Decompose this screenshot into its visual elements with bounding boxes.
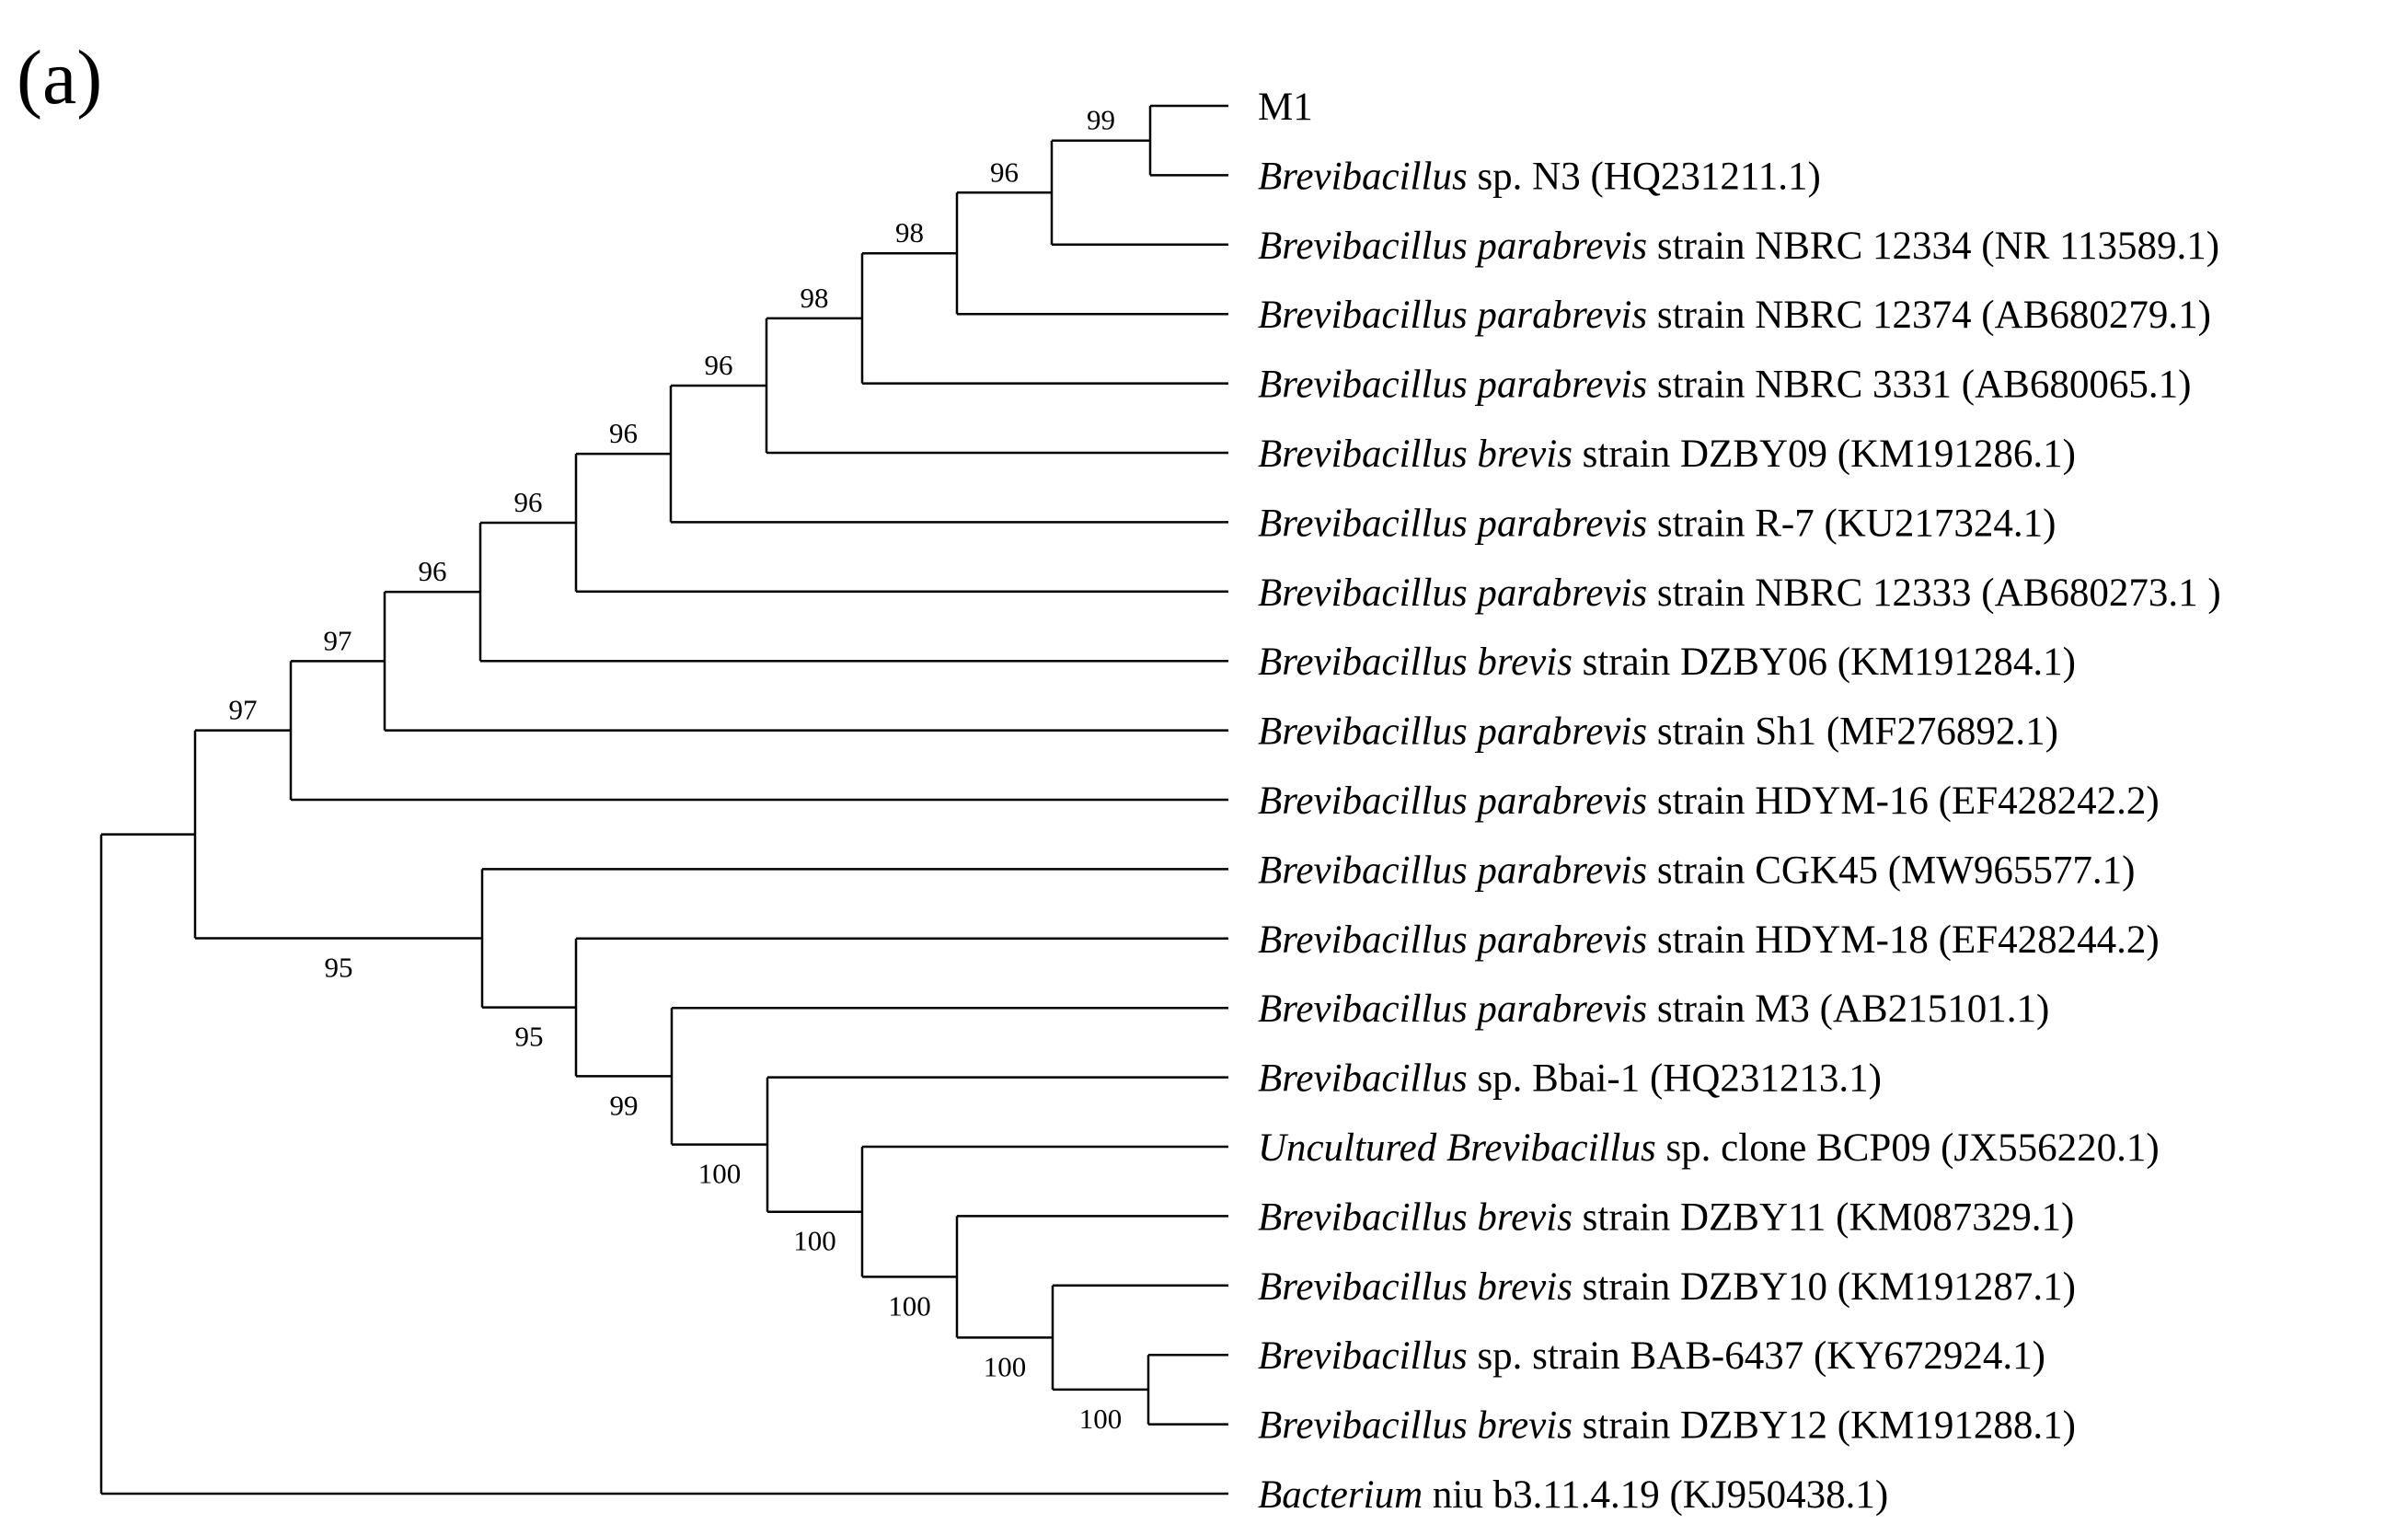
taxon-genus: Brevibacillus parabrevis — [1258, 918, 1647, 962]
taxon-label: Brevibacillus sp. strain BAB-6437 (KY672… — [1258, 1334, 2045, 1378]
taxon-strain: sp. Bbai-1 (HQ231213.1) — [1468, 1057, 1882, 1101]
taxon-label: Brevibacillus parabrevis strain NBRC 123… — [1258, 225, 2219, 268]
taxon-genus: Brevibacillus brevis — [1258, 1265, 1573, 1309]
taxon-strain: sp. N3 (HQ231211.1) — [1468, 155, 1821, 198]
taxon-genus: Brevibacillus parabrevis — [1258, 710, 1647, 754]
taxon-label: Brevibacillus brevis strain DZBY10 (KM19… — [1258, 1265, 2076, 1309]
taxon-strain: strain Sh1 (MF276892.1) — [1647, 710, 2058, 754]
taxon-label: Brevibacillus brevis strain DZBY09 (KM19… — [1258, 433, 2076, 476]
taxon-label: Brevibacillus brevis strain DZBY06 (KM19… — [1258, 641, 2076, 684]
taxon-genus: Brevibacillus parabrevis — [1258, 502, 1647, 545]
taxon-genus: Brevibacillus — [1258, 1334, 1468, 1378]
taxon-strain: strain M3 (AB215101.1) — [1647, 987, 2049, 1031]
taxon-label: Brevibacillus parabrevis strain HDYM-16 … — [1258, 780, 2160, 823]
taxon-label: Uncultured Brevibacillus sp. clone BCP09… — [1258, 1126, 2160, 1170]
taxon-strain: sp. strain BAB-6437 (KY672924.1) — [1468, 1334, 2045, 1378]
bootstrap-value: 100 — [793, 1225, 836, 1257]
bootstrap-value: 100 — [888, 1289, 931, 1322]
taxon-label: Brevibacillus sp. N3 (HQ231211.1) — [1258, 155, 1821, 198]
bootstrap-value: 98 — [895, 216, 924, 248]
tree-branches — [99, 104, 1228, 1496]
bootstrap-value: 96 — [514, 486, 543, 518]
taxon-strain: strain DZBY06 (KM191284.1) — [1573, 641, 2076, 684]
bootstrap-value: 97 — [229, 694, 258, 726]
taxon-genus: Brevibacillus parabrevis — [1258, 294, 1647, 337]
bootstrap-value: 96 — [705, 349, 733, 381]
taxon-strain: strain HDYM-18 (EF428244.2) — [1647, 918, 2160, 962]
taxon-strain: strain NBRC 12334 (NR 113589.1) — [1647, 225, 2219, 268]
taxon-strain: strain NBRC 12333 (AB680273.1 ) — [1647, 572, 2221, 615]
taxon-strain: strain DZBY11 (KM087329.1) — [1573, 1195, 2074, 1239]
taxon-genus: Brevibacillus brevis — [1258, 1195, 1573, 1239]
taxon-label: Brevibacillus parabrevis strain CGK45 (M… — [1258, 849, 2135, 892]
taxon-label: Brevibacillus parabrevis strain R-7 (KU2… — [1258, 502, 2056, 545]
taxon-strain: strain NBRC 3331 (AB680065.1) — [1647, 364, 2191, 407]
taxon-genus: Brevibacillus brevis — [1258, 641, 1573, 684]
taxon-strain: strain DZBY09 (KM191286.1) — [1573, 433, 2076, 476]
taxon-genus: Brevibacillus parabrevis — [1258, 987, 1647, 1031]
bootstrap-value: 99 — [1087, 104, 1115, 136]
taxon-genus: Brevibacillus parabrevis — [1258, 572, 1647, 615]
bootstrap-value: 96 — [990, 156, 1019, 188]
taxon-label: Brevibacillus parabrevis strain NBRC 333… — [1258, 364, 2191, 407]
taxon-strain: strain HDYM-16 (EF428242.2) — [1647, 780, 2160, 823]
taxon-strain: niu b3.11.4.19 (KJ950438.1) — [1423, 1473, 1888, 1517]
taxon-genus: Brevibacillus parabrevis — [1258, 225, 1647, 268]
bootstrap-value: 99 — [610, 1089, 639, 1121]
taxon-label: Brevibacillus brevis strain DZBY11 (KM08… — [1258, 1195, 2074, 1239]
taxon-label: Brevibacillus parabrevis strain HDYM-18 … — [1258, 918, 2160, 962]
taxon-label: Brevibacillus parabrevis strain NBRC 123… — [1258, 294, 2211, 337]
taxon-strain: strain NBRC 12374 (AB680279.1) — [1647, 294, 2211, 337]
taxon-genus: Brevibacillus parabrevis — [1258, 780, 1647, 823]
bootstrap-value: 97 — [324, 624, 352, 656]
taxon-genus: Brevibacillus — [1258, 1057, 1468, 1101]
bootstrap-value: 96 — [419, 555, 447, 587]
taxon-label: Brevibacillus parabrevis strain Sh1 (MF2… — [1258, 710, 2058, 754]
bootstrap-value: 100 — [698, 1158, 742, 1190]
bootstrap-value: 100 — [984, 1350, 1027, 1382]
taxon-strain: strain DZBY12 (KM191288.1) — [1573, 1404, 2076, 1448]
bootstrap-value: 95 — [515, 1021, 544, 1053]
taxon-label: Brevibacillus parabrevis strain NBRC 123… — [1258, 572, 2221, 615]
bootstrap-value: 95 — [325, 952, 353, 984]
bootstrap-values: 97 97 96 96 96 96 98 98 96 99 95 95 99 100 100 100 100 10… — [229, 104, 1123, 1435]
taxon-label: Brevibacillus parabrevis strain M3 (AB21… — [1258, 987, 2049, 1031]
taxon-label: Bacterium niu b3.11.4.19 (KJ950438.1) — [1258, 1473, 1888, 1517]
taxon-genus: Brevibacillus — [1258, 155, 1468, 198]
panel-label: (a) — [17, 35, 102, 121]
taxon-genus: Brevibacillus brevis — [1258, 1404, 1573, 1448]
taxon-genus: Uncultured Brevibacillus — [1258, 1126, 1656, 1170]
taxon-genus: Brevibacillus brevis — [1258, 433, 1573, 476]
taxon-label: Brevibacillus sp. Bbai-1 (HQ231213.1) — [1258, 1057, 1882, 1101]
bootstrap-value: 100 — [1079, 1403, 1123, 1435]
taxon-strain: strain R-7 (KU217324.1) — [1647, 502, 2056, 545]
taxon-genus: Brevibacillus parabrevis — [1258, 364, 1647, 407]
taxon-label: Brevibacillus brevis strain DZBY12 (KM19… — [1258, 1404, 2076, 1448]
taxon-genus: Brevibacillus parabrevis — [1258, 849, 1647, 892]
taxon-strain: strain CGK45 (MW965577.1) — [1647, 849, 2135, 892]
taxon-strain: sp. clone BCP09 (JX556220.1) — [1656, 1126, 2160, 1170]
taxon-genus: Bacterium — [1258, 1473, 1423, 1517]
taxon-label: M1 — [1258, 86, 1313, 129]
bootstrap-value: 96 — [609, 417, 638, 449]
taxon-strain: strain DZBY10 (KM191287.1) — [1573, 1265, 2076, 1309]
bootstrap-value: 98 — [801, 282, 829, 314]
